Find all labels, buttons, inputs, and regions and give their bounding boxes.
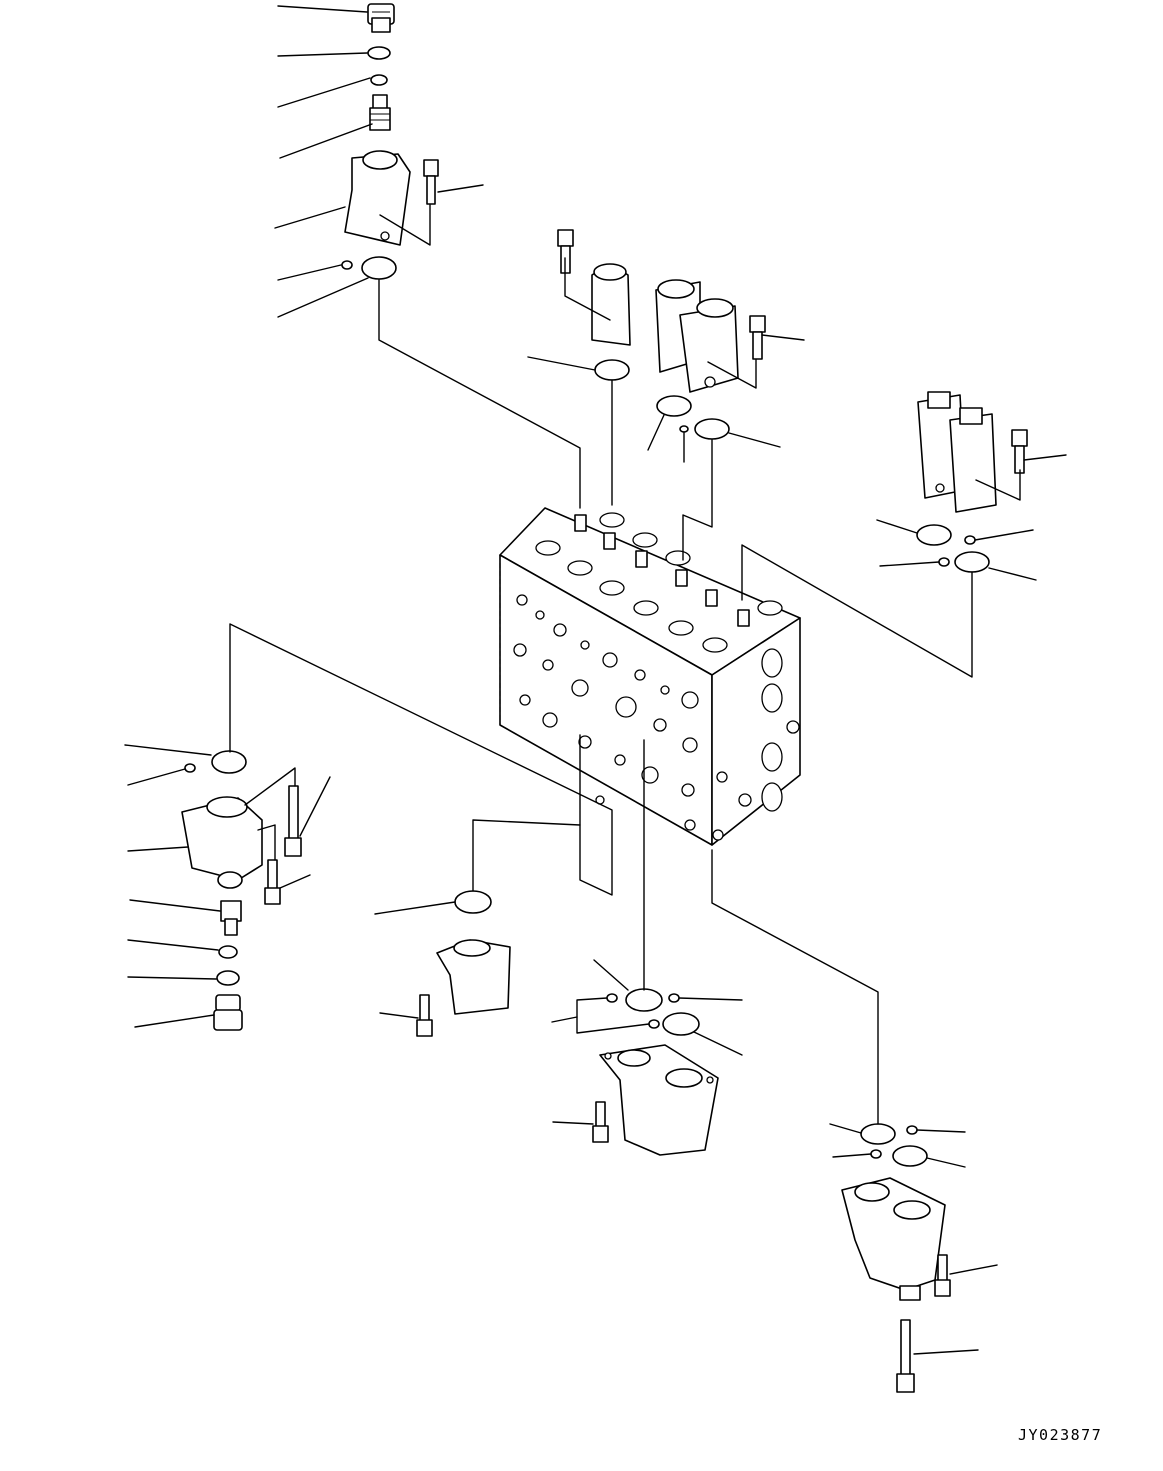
short-bolt-left (264, 859, 281, 905)
top-left-valve-stack (341, 3, 439, 280)
bottom-valve-right (841, 1177, 946, 1301)
o-ring-rb-small-1 (906, 1125, 918, 1135)
pilot-nipples (574, 514, 750, 627)
short-bolt-right (934, 1254, 951, 1297)
left-valve-stack (181, 750, 302, 1031)
o-ring-right-1 (916, 524, 952, 546)
o-ring-set-large-1 (625, 988, 663, 1012)
o-ring-rb-large-1 (860, 1123, 896, 1145)
o-ring-left (216, 970, 240, 986)
o-ring-set-small-1 (606, 993, 618, 1003)
o-ring-top-pair-small (679, 425, 689, 433)
o-ring-set-large-2 (662, 1012, 700, 1036)
control-valve-block (499, 507, 801, 846)
o-ring-right-small-2 (938, 557, 950, 567)
front-face-holes (513, 594, 699, 831)
o-ring-set-small-3 (648, 1019, 660, 1029)
o-ring-top-center (594, 359, 630, 381)
o-ring-right-small-1 (964, 535, 976, 545)
large-o-ring-left (211, 750, 247, 774)
spool-plug-left (220, 900, 242, 936)
o-ring-right-2 (954, 551, 990, 573)
o-ring-bottom-left (454, 890, 492, 914)
valve-housing-top-left (344, 150, 411, 246)
o-ring-rb-large-2 (892, 1145, 928, 1167)
side-face-ports (712, 648, 800, 841)
o-ring-set-small-2 (668, 993, 680, 1003)
washer-1 (370, 74, 388, 86)
valve-housing-left (181, 796, 263, 889)
right-bottom-valve-stack (841, 1123, 951, 1393)
top-center-valve-stack (557, 229, 766, 440)
o-ring-1 (367, 46, 391, 60)
bottom-center-valve-stacks (416, 890, 719, 1156)
bolt-right-upper (1011, 429, 1028, 474)
bolt-bottom-left (416, 994, 433, 1037)
o-ring-top-pair-right (694, 418, 730, 440)
top-face-ports (535, 512, 783, 653)
double-valve-right (917, 391, 997, 513)
o-ring-rb-small-2 (870, 1149, 882, 1159)
right-upper-valve-stack (916, 391, 1028, 573)
washer-left (218, 945, 238, 959)
double-valve-bottom-center (599, 1044, 719, 1156)
bolt-bottom-center (592, 1101, 609, 1143)
valve-cap-top-center (591, 263, 631, 346)
small-o-ring-top-left (341, 260, 353, 270)
plug-top-left (367, 3, 395, 33)
plug-left (213, 994, 243, 1031)
spool-plug-1 (369, 94, 391, 131)
assembly-lines (124, 5, 1067, 1355)
figure-id-label: JY023877 (1018, 1426, 1103, 1444)
bolt-top-left (423, 159, 439, 205)
small-o-ring-left (184, 763, 196, 773)
long-bolt-right (896, 1319, 915, 1393)
cover-bottom-left (436, 939, 511, 1015)
long-bolt-left (284, 785, 302, 857)
large-o-ring-top-left (361, 256, 397, 280)
o-ring-top-pair-left (656, 395, 692, 417)
double-valve-top (655, 279, 739, 393)
bolt-top-right (749, 315, 766, 360)
